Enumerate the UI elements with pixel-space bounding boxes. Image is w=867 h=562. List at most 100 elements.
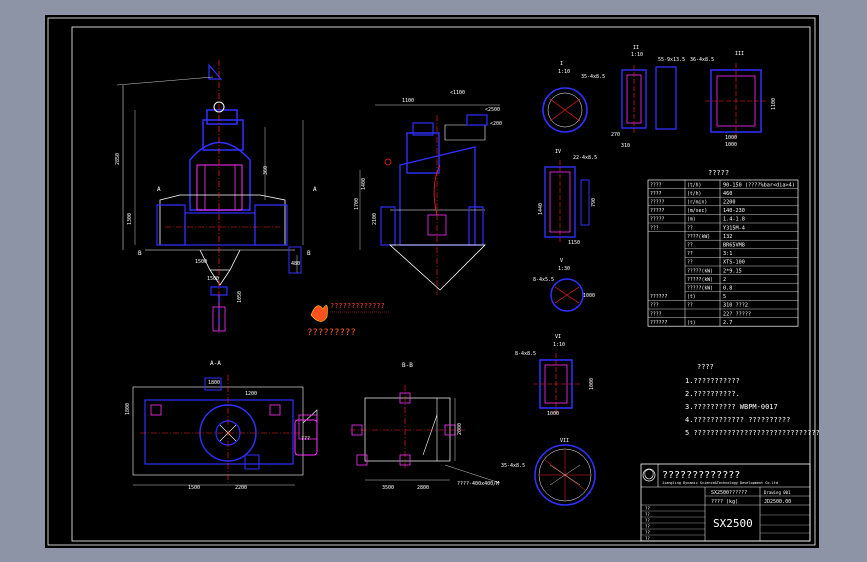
cad-drawing: 1500 360 480 2850 1500 1300 1050 A A B B… [47, 17, 819, 546]
detail-ii-dim-0: 55-9x13.5 [658, 57, 685, 63]
outer-frame [47, 17, 816, 546]
aa-dim-4: 1800 [125, 403, 131, 415]
spec-table-cell: 2.7 [723, 320, 732, 326]
section-bb-label: B-B [402, 362, 413, 369]
side-dim-5: <200 [490, 121, 502, 127]
note-item-5: 5 ??????????????????????????????? [685, 429, 819, 437]
section-mark-b-left: B [138, 250, 142, 257]
title-product: SX2500 [713, 517, 753, 530]
spec-table-cell: ????? [650, 208, 665, 214]
title-company-en: Jiangling Dynamic Science&Technology Dev… [662, 481, 778, 485]
section-aa-label: A-A [210, 360, 221, 367]
detail-v-label: V [560, 258, 563, 264]
bb-dim-0: 3500 [382, 485, 394, 491]
bb-callout: ????-400x400/M [457, 481, 499, 487]
detail-v-dim-1: 1000 [583, 293, 595, 299]
aa-dim-0: 1800 [208, 380, 220, 386]
spec-table-cell: ???? [650, 191, 662, 197]
spec-table-cell: ????(kW) [687, 234, 710, 240]
spec-table-cell: 22? ????? [723, 311, 751, 317]
detail-ii-scale: 1:10 [631, 52, 643, 58]
spec-table-cell: ?? [687, 251, 693, 257]
title-row-4: ?? [645, 530, 650, 535]
detail-i-dim: 35-4x8.5 [581, 74, 605, 80]
detail-iv-dim-2: 1440 [538, 203, 544, 215]
detail-v-dim-0: 8-4x5.5 [533, 277, 554, 283]
inner-frame [71, 26, 811, 542]
detail-vi: VI 1:10 8-4x8.5 1000 1000 [515, 334, 595, 417]
detail-iii-label: III [735, 51, 744, 57]
main-dim-4: 1500 [195, 259, 207, 265]
notes-title: ???? [697, 363, 714, 371]
drawing-sheet: 1500 360 480 2850 1500 1300 1050 A A B B… [45, 15, 819, 548]
note-item-1: 1.??????????? [685, 377, 740, 385]
detail-iii: III 36-4x8.5 1000 1000 1100 [690, 51, 777, 148]
side-dim-1: <1100 [450, 90, 465, 96]
title-weight-label: ???? (kg) [711, 499, 738, 505]
detail-iii-dim-3: 1100 [771, 98, 777, 110]
detail-ii: II 1:10 55-9x13.5 270 310 [611, 45, 685, 149]
spec-table-cell: ?????(kW) [687, 277, 713, 283]
detail-vi-label: VI [555, 334, 561, 340]
spec-table-cell: 140-230 [723, 208, 745, 214]
detail-iii-dim-0: 36-4x8.5 [690, 57, 714, 63]
spec-table-cell: ????? [650, 200, 665, 206]
detail-vii-dim: 35-4x8.5 [501, 463, 525, 469]
detail-i-label: I [560, 61, 563, 67]
detail-ii-label: II [633, 45, 639, 51]
spec-table-cell: 2*9.15 [723, 268, 742, 274]
spec-table-cell: ?????? [650, 294, 667, 300]
detail-vi-dim-2: 1000 [589, 378, 595, 390]
side-dim-3: <2500 [485, 107, 500, 113]
spec-table-cell: ??? [650, 225, 659, 231]
section-mark-a-right: A [313, 186, 317, 193]
spec-table-cell: 2 [723, 277, 726, 283]
spec-table-cell: BR65VM8 [723, 243, 745, 249]
section-mark-a-left: A [157, 186, 161, 193]
detail-ii-dim-1: 270 [611, 132, 620, 138]
spec-table-cell: (t) [687, 320, 696, 326]
spec-table-cell: 1.4-1.8 [723, 217, 745, 223]
detail-vi-dim-1: 1000 [547, 411, 559, 417]
title-row-1: ?? [645, 512, 650, 517]
section-mark-b-right: B [307, 250, 311, 257]
side-dim-6: 1400 [361, 178, 367, 190]
detail-v-scale: 1:30 [558, 266, 570, 272]
title-block: ????????????? Jiangling Dynamic Science&… [640, 463, 811, 542]
main-dim-0: 1500 [207, 276, 219, 282]
detail-vii: VII 35-4x8.5 [501, 438, 596, 506]
main-dim-6: 1050 [237, 291, 243, 303]
bb-dim-1: 2800 [417, 485, 429, 491]
title-weight-value: JD2500.00 [764, 499, 791, 505]
detail-v: V 1:30 8-4x5.5 1000 [533, 258, 595, 312]
logo-subtitle: ????????? [307, 328, 356, 338]
aa-dim-1: 1200 [245, 391, 257, 397]
note-item-4: 4.???????????? ?????????? [685, 416, 790, 424]
spec-table-cell: (t/h) [687, 182, 701, 188]
spec-table-cell: 132 [723, 234, 732, 240]
detail-iv-dim-3: 790 [591, 198, 597, 207]
spec-table-cell: ???? [650, 182, 662, 188]
spec-table-cell: ???? [650, 311, 662, 317]
note-item-3: 3.?????????? WBPM-0017 [685, 403, 778, 411]
motor-label: ??? [301, 436, 310, 442]
main-front-view: 1500 360 480 2850 1500 1300 1050 A A B B [115, 60, 317, 333]
spec-table-cell: ?? [687, 225, 693, 231]
bb-dim-2: 2000 [457, 423, 463, 435]
detail-ii-dim-2: 310 [621, 143, 630, 149]
side-view: 1100 <1100 1700 <2500 2100 <200 1400 [354, 90, 502, 295]
spec-table-title: ????? [708, 169, 729, 177]
detail-i-scale: 1:10 [558, 69, 570, 75]
spec-table-cell: ?????(kW) [687, 286, 713, 292]
detail-vii-label: VII [560, 438, 569, 444]
spec-table-cell: XTS-100 [723, 260, 745, 266]
detail-vi-scale: 1:10 [553, 342, 565, 348]
logo-company-line: ????????????? [330, 302, 385, 310]
side-dim-2: 1700 [354, 198, 360, 210]
section-a-a-view: A-A ??? 1800 1200 1500 2200 1800 [125, 360, 318, 491]
spec-table-cell: 5 [723, 294, 726, 300]
spec-table-cell: 0.8 [723, 286, 732, 292]
title-row-2: ?? [645, 518, 650, 523]
main-dim-2: 480 [291, 261, 300, 267]
spec-table-cell: (t) [687, 294, 696, 300]
